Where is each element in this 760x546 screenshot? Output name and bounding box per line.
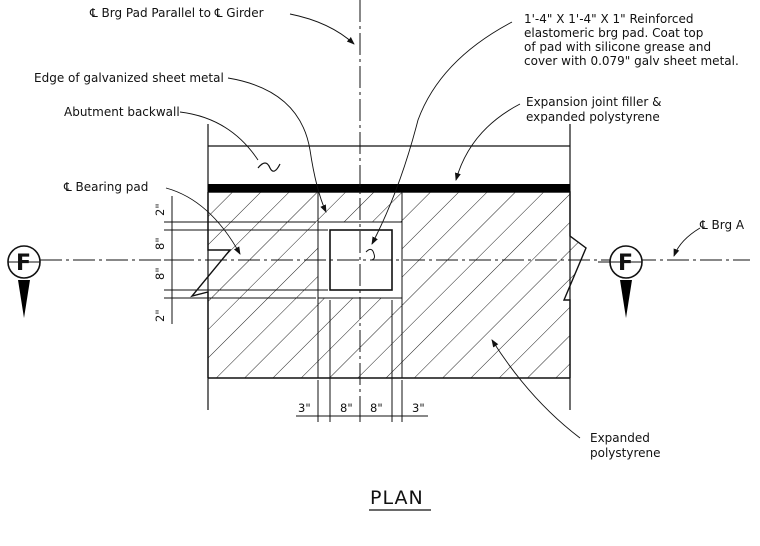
label-cl-brg-a: ℄ Brg A xyxy=(699,218,745,232)
expansion-joint-filler xyxy=(208,184,570,192)
dim-horizontal-3: 8" xyxy=(370,401,383,415)
dim-vertical-4: 2" xyxy=(153,309,167,322)
dim-horizontal-4: 3" xyxy=(412,401,425,415)
pad-note-line-4: cover with 0.079" galv sheet metal. xyxy=(524,54,739,68)
expansion-joint-line-2: expanded polystyrene xyxy=(526,110,660,124)
section-mark-right-label: F xyxy=(618,251,633,276)
label-expansion-joint: Expansion joint filler & expanded polyst… xyxy=(526,95,661,124)
dim-horizontal-2: 8" xyxy=(340,401,353,415)
pad-note-line-1: 1'-4" X 1'-4" X 1" Reinforced xyxy=(524,12,693,26)
vertical-dimensions xyxy=(164,196,328,324)
dim-vertical-2: 8" xyxy=(153,237,167,250)
label-cl-bearing-pad: ℄ Bearing pad xyxy=(63,180,148,194)
leader-lines xyxy=(165,13,701,439)
label-pad-note: 1'-4" X 1'-4" X 1" Reinforced elastomeri… xyxy=(524,12,739,68)
label-edge-sheet-metal: Edge of galvanized sheet metal xyxy=(34,71,224,85)
pad-note-line-2: elastomeric brg pad. Coat top xyxy=(524,26,703,40)
expansion-joint-line-1: Expansion joint filler & xyxy=(526,95,661,109)
dim-horizontal-1: 3" xyxy=(298,401,311,415)
expanded-polystyrene-line-1: Expanded xyxy=(590,431,650,445)
abutment-backwall xyxy=(207,124,571,410)
dim-vertical-3: 8" xyxy=(153,267,167,280)
label-abutment-backwall: Abutment backwall xyxy=(64,105,180,119)
expanded-polystyrene-line-2: polystyrene xyxy=(590,446,661,460)
label-cl-brg-pad-parallel: ℄ Brg Pad Parallel to ℄ Girder xyxy=(89,6,264,20)
section-mark-right: F xyxy=(598,245,643,318)
label-expanded-polystyrene: Expanded polystyrene xyxy=(590,431,661,460)
horizontal-dimensions xyxy=(296,300,428,422)
dim-vertical-1: 2" xyxy=(153,203,167,216)
drawing-title: PLAN xyxy=(370,487,424,509)
section-mark-left-label: F xyxy=(16,251,31,276)
pad-note-line-3: of pad with silicone grease and xyxy=(524,40,711,54)
section-mark-left: F xyxy=(7,245,41,318)
